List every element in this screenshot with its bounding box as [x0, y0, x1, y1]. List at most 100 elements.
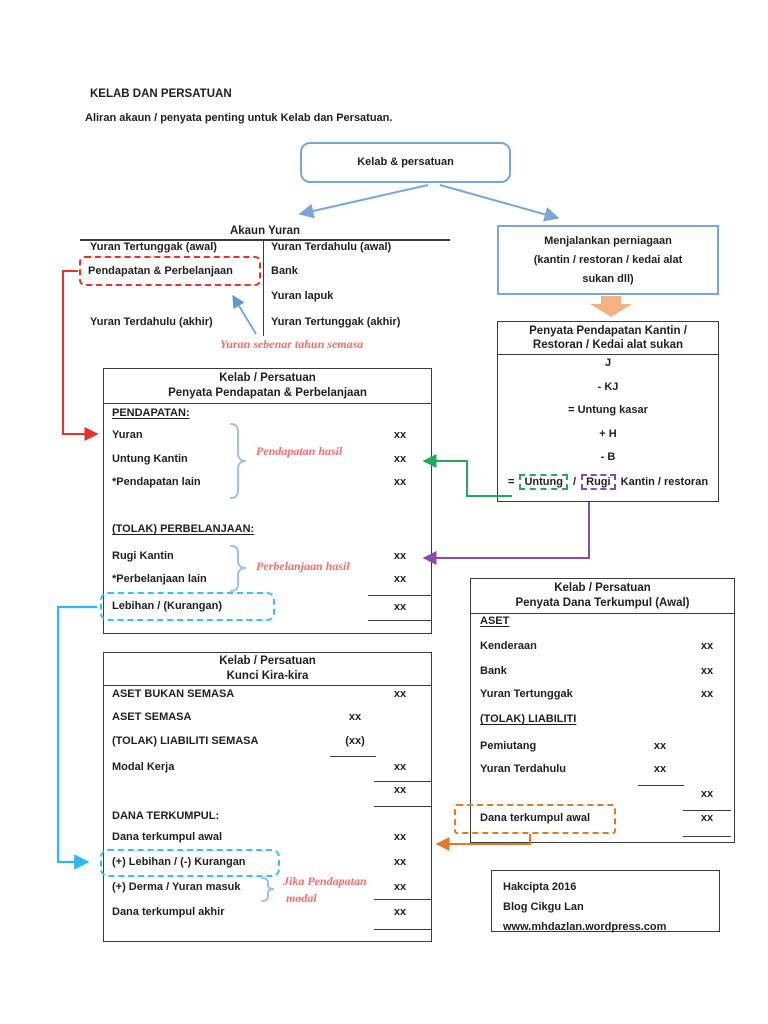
akaun-yuran-right-item: Bank: [271, 265, 298, 277]
bs-right-rule: [374, 929, 431, 930]
fund-aset-header: ASET: [480, 615, 510, 627]
kantin-title-rule: [497, 354, 719, 355]
bs-row-label: (+) Lebihan / (-) Kurangan: [112, 856, 246, 868]
fund-row-label: Bank: [480, 665, 507, 677]
pnp-row-value: xx: [393, 429, 407, 441]
kantin-result-rest: Kantin / restoran: [620, 476, 709, 488]
akaun-yuran-right-item: Yuran lapuk: [271, 290, 334, 302]
highlight-dana-terkumpul-awal: [454, 804, 616, 834]
bs-row-label: (TOLAK) LIABILITI SEMASA: [112, 735, 259, 747]
bs-title-rule: [103, 685, 432, 686]
akaun-yuran-top-rule: [80, 239, 450, 241]
annotation-jika-pendapatan: Jika Pendapatan: [283, 874, 367, 888]
kantin-row: - KJ: [597, 381, 619, 393]
business-box: Menjalankan perniagaan (kantin / restora…: [497, 225, 719, 295]
akaun-yuran-title: Akaun Yuran: [229, 225, 301, 237]
fund-row-label: Yuran Terdahulu: [480, 763, 566, 775]
bs-row-label: ASET SEMASA: [112, 711, 192, 723]
pnp-title2: Penyata Pendapatan & Perbelanjaan: [168, 387, 367, 399]
bs-right-rule: [374, 781, 431, 782]
bs-title2: Kunci Kira-kira: [226, 670, 309, 682]
kantin-statement-title1: Penyata Pendapatan Kantin /: [529, 325, 687, 337]
fund-row-label: Yuran Tertunggak: [480, 688, 573, 700]
pnp-surplus-value: xx: [393, 601, 407, 613]
akaun-yuran-right-item: Yuran Tertunggak (akhir): [271, 316, 401, 328]
copyright-line: Hakcipta 2016: [503, 881, 577, 893]
pnp-row-label: Yuran: [112, 429, 143, 441]
pnp-surplus-label: Lebihan / (Kurangan): [112, 600, 222, 612]
annotation-perbelanjaan-hasil: Perbelanjaan hasil: [256, 559, 350, 573]
fund-title1: Kelab / Persatuan: [554, 582, 651, 594]
fund-row-value: xx: [700, 640, 714, 652]
akaun-yuran-divider: [263, 239, 264, 336]
bs-row-value: xx: [393, 906, 407, 918]
root-node-label: Kelab & persatuan: [357, 156, 454, 168]
pnp-row-label: *Perbelanjaan lain: [112, 573, 207, 585]
business-line: Menjalankan perniagaan: [544, 235, 672, 247]
kantin-row: + H: [599, 428, 617, 440]
kantin-row: J: [604, 357, 612, 369]
akaun-yuran-left-item: Yuran Tertunggak (awal): [90, 241, 217, 253]
bs-row-value: xx: [393, 881, 407, 893]
bs-row-value: xx: [393, 761, 407, 773]
highlight-lebihan-kurangan: [100, 592, 275, 621]
pnp-expense-header: (TOLAK) PERBELANJAAN:: [112, 523, 255, 535]
bs-fund-header: DANA TERKUMPUL:: [112, 810, 220, 822]
fund-row-value: xx: [653, 763, 667, 775]
annotation-yuran-sebenar: Yuran sebenar tahun semasa: [220, 337, 364, 351]
arrow-annotation-to-highlight: [232, 294, 257, 335]
bs-row-label: ASET BUKAN SEMASA: [112, 688, 235, 700]
fund-title-rule: [470, 613, 735, 614]
bs-mid-rule: [330, 756, 376, 757]
kantin-result-slash: /: [573, 476, 577, 488]
bs-row-value: xx: [348, 711, 362, 723]
bs-title1: Kelab / Persatuan: [219, 655, 316, 667]
highlight-rugi: Rugi: [581, 474, 616, 490]
arrow-purple-rugi-to-rugi-kantin: [422, 502, 590, 565]
pnp-statement-box: [103, 368, 432, 634]
copyright-line: www.mhdazlan.wordpress.com: [503, 921, 667, 933]
pnp-row-value: xx: [393, 453, 407, 465]
bs-row-value: xx: [393, 831, 407, 843]
akaun-yuran-right-item: Yuran Terdahulu (awal): [271, 241, 392, 253]
pnp-row-value: xx: [393, 476, 407, 488]
kantin-row: = Untung kasar: [568, 404, 648, 416]
pnp-income-header: PENDAPATAN:: [112, 407, 190, 419]
copyright-line: Blog Cikgu Lan: [503, 901, 584, 913]
highlight-untung: Untung: [519, 474, 568, 490]
fund-statement-box: [470, 578, 735, 843]
bs-row-label: Dana terkumpul akhir: [112, 906, 225, 918]
bs-subtotal-value: xx: [393, 784, 407, 796]
pnp-title-rule: [103, 403, 432, 404]
fund-row-value: xx: [700, 688, 714, 700]
fund-row-label: Pemiutang: [480, 740, 537, 752]
bs-row-value: (xx): [345, 735, 365, 747]
pnp-title1: Kelab / Persatuan: [219, 372, 316, 384]
fund-row-value: xx: [700, 665, 714, 677]
page-title: KELAB DAN PERSATUAN: [90, 88, 232, 100]
business-line: sukan dll): [582, 273, 634, 285]
fund-total-label: Dana terkumpul awal: [480, 812, 591, 824]
kantin-statement-title2: Restoran / Kedai alat sukan: [532, 339, 684, 351]
kantin-row: - B: [600, 451, 616, 463]
arrow-cyan-lebihan-to-bs: [56, 605, 97, 870]
pnp-row-value: xx: [393, 550, 407, 562]
bs-row-value: xx: [393, 688, 407, 700]
fund-row-label: Kenderaan: [480, 640, 537, 652]
fund-right-rule: [683, 836, 731, 837]
pnp-total-rule-top: [368, 595, 431, 596]
fund-row-value: xx: [653, 740, 667, 752]
bs-row-value: xx: [393, 856, 407, 868]
annotation-modal: modal: [286, 891, 317, 905]
bs-right-rule: [374, 806, 431, 807]
fund-right-rule: [683, 810, 731, 811]
fund-mid-rule: [638, 785, 684, 786]
kantin-statement-box: [497, 321, 719, 502]
bs-row-label: Modal Kerja: [112, 761, 175, 773]
copyright-box: Hakcipta 2016 Blog Cikgu Lan www.mhdazla…: [491, 870, 720, 933]
bs-right-rule: [374, 899, 431, 900]
kantin-result-eq: =: [507, 476, 515, 488]
fund-subtotal-value: xx: [700, 788, 714, 800]
pnp-total-rule-bottom: [368, 620, 431, 621]
